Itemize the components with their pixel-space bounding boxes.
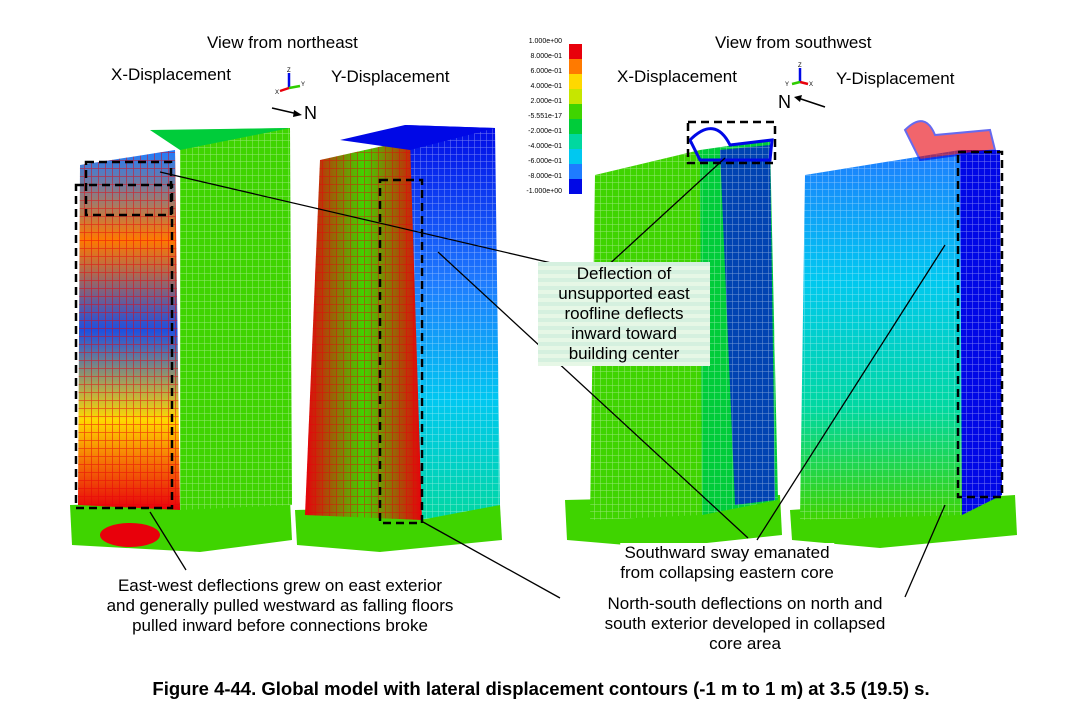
- svg-text:X: X: [275, 90, 279, 96]
- legend-colorbar: [569, 44, 582, 194]
- view-southwest-title: View from southwest: [715, 33, 872, 52]
- svg-text:Y: Y: [301, 82, 305, 88]
- deflection-annotation: Deflection of unsupported east roofline …: [538, 262, 710, 366]
- building-ne-x-displacement: [70, 128, 292, 552]
- compass-southwest: Z X Y: [785, 63, 826, 108]
- north-label-ne: N: [304, 103, 317, 123]
- svg-text:Z: Z: [798, 63, 802, 69]
- east-west-annotation: East-west deflections grew on east exter…: [106, 576, 454, 635]
- svg-text:Z: Z: [287, 68, 291, 74]
- compass-northeast: Z Y X: [271, 68, 305, 117]
- figure-caption: Figure 4-44. Global model with lateral d…: [152, 678, 930, 699]
- ne-x-displacement-label: X-Displacement: [111, 65, 231, 84]
- callout-lines: [149, 157, 946, 599]
- building-sw-y-displacement: [790, 120, 1017, 548]
- view-northeast-title: View from northeast: [207, 33, 358, 52]
- svg-text:X: X: [809, 82, 813, 88]
- southward-sway-annotation: Southward sway emanated from collapsing …: [620, 543, 834, 583]
- building-ne-y-displacement: [295, 125, 502, 552]
- sw-y-displacement-label: Y-Displacement: [836, 69, 955, 88]
- ne-y-displacement-label: Y-Displacement: [331, 67, 450, 86]
- svg-text:Y: Y: [785, 82, 789, 88]
- highlight-boxes: [74, 120, 1004, 525]
- sw-x-displacement-label: X-Displacement: [617, 67, 737, 86]
- north-south-annotation: North-south deflections on north and sou…: [604, 594, 886, 653]
- north-label-sw: N: [778, 92, 791, 112]
